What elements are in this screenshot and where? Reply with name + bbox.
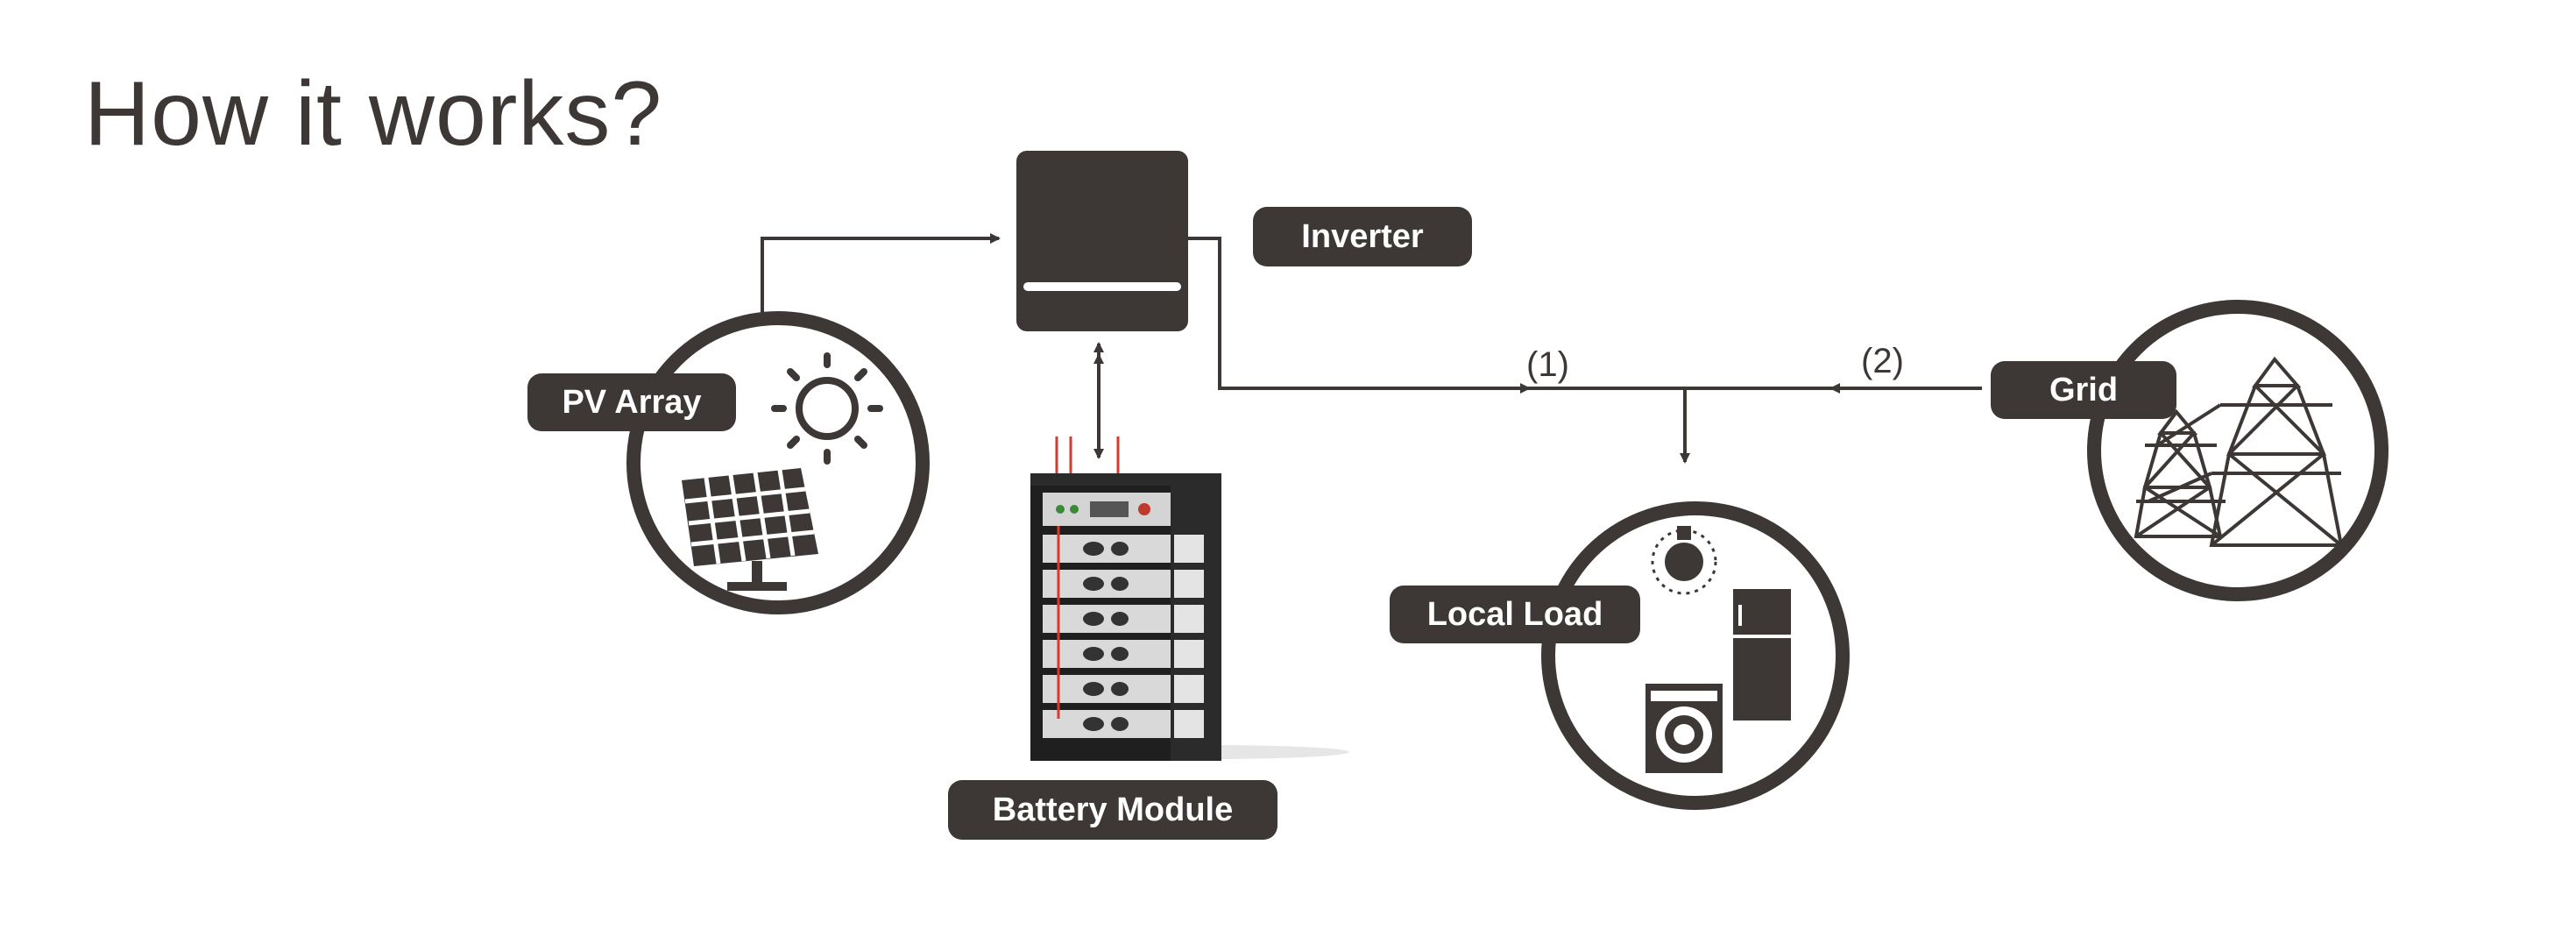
battery-module-label: Battery Module: [948, 780, 1277, 840]
pv-to-inverter-wire: [761, 233, 1001, 316]
inverter-label: Inverter: [1253, 207, 1472, 266]
wiring: [761, 233, 1982, 464]
flow-1-label: (1): [1526, 345, 1569, 384]
battery-modules: [1043, 526, 1204, 738]
page-title: How it works?: [84, 63, 663, 165]
sun-icon: [771, 352, 883, 465]
solar-panel-icon: [682, 468, 818, 591]
inverter-device: [1016, 151, 1188, 331]
transmission-tower-icon: [2134, 356, 2344, 547]
flow-2-label: (2): [1861, 342, 1904, 380]
pv-array-icon: [626, 311, 930, 614]
local-load-label: Local Load: [1390, 586, 1640, 643]
refrigerator-icon: [1733, 589, 1791, 720]
grid-label: Grid: [1991, 361, 2176, 419]
light-bulb-icon: [1651, 526, 1717, 595]
local-load-icon: [1541, 501, 1850, 810]
inverter-to-bus-wire: [1185, 237, 1531, 394]
pv-array-label: PV Array: [527, 373, 736, 431]
washing-machine-icon: [1645, 684, 1723, 773]
battery-rack: [1030, 437, 1349, 761]
grid-icon: [2087, 300, 2388, 601]
